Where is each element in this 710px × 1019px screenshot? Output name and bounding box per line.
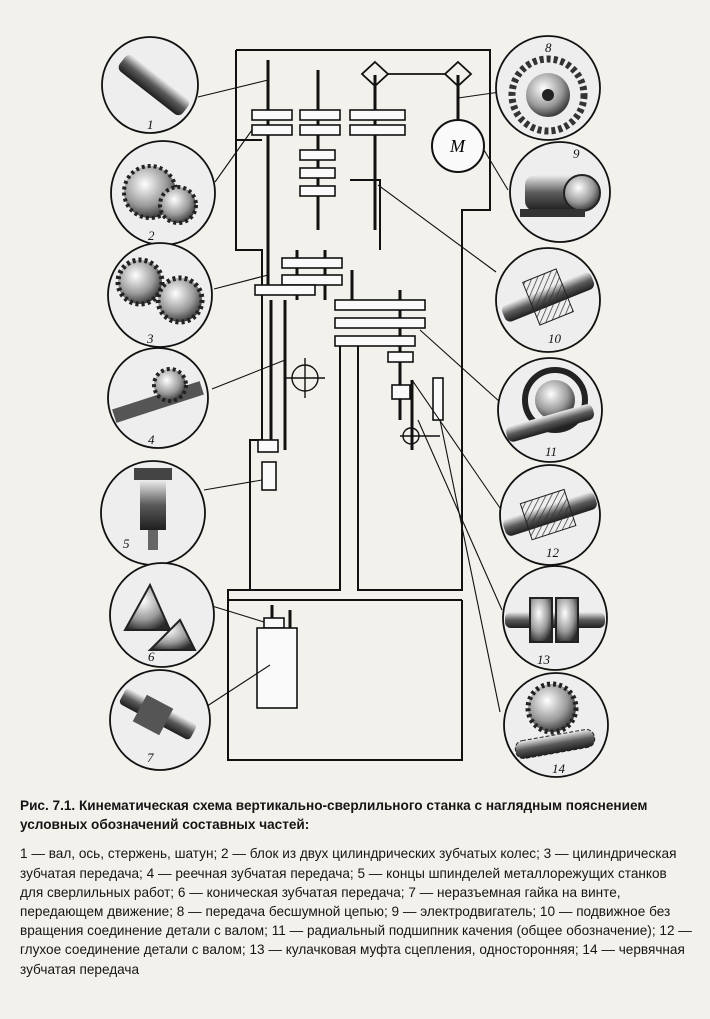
- callout-number: 3: [146, 331, 154, 346]
- figure-caption: Рис. 7.1. Кинематическая схема вертикаль…: [20, 796, 692, 979]
- callout-circle-8: 8: [495, 35, 601, 141]
- kinematic-diagram: M 1 2: [100, 35, 611, 778]
- callout-number: 2: [148, 228, 155, 243]
- callout-number: 9: [573, 146, 580, 161]
- callout-number: 8: [545, 40, 552, 55]
- motor: M: [431, 119, 485, 173]
- callout-number: 13: [537, 652, 551, 667]
- small-wheel: [400, 427, 440, 445]
- callout-number: 5: [123, 536, 130, 551]
- callout-number: 6: [148, 649, 155, 664]
- shafts: [266, 60, 460, 700]
- center-mark: [285, 358, 325, 398]
- callout-circle-4: 4: [107, 347, 209, 449]
- callout-circle-9: 9: [509, 141, 611, 243]
- callout-circle-5: 5: [100, 460, 206, 566]
- callout-circle-11: 11: [497, 357, 603, 463]
- caption-title: Рис. 7.1. Кинематическая схема вертикаль…: [20, 798, 648, 833]
- callout-number: 10: [548, 331, 562, 346]
- callout-circle-10: 10: [495, 247, 601, 353]
- motor-label: M: [449, 136, 466, 156]
- callout-circle-3: 3: [107, 242, 213, 348]
- callout-circle-12: 12: [499, 464, 601, 566]
- callout-number: 12: [546, 545, 560, 560]
- callout-number: 1: [147, 117, 154, 132]
- leader-lines: [197, 79, 509, 713]
- callout-circle-7: 7: [109, 669, 211, 771]
- callout-circle-13: 13: [502, 565, 608, 671]
- callout-circle-2: 2: [110, 140, 216, 246]
- callout-circle-1: 1: [101, 36, 199, 134]
- callout-number: 14: [552, 761, 566, 776]
- caption-legend: 1 — вал, ось, стержень, шатун; 2 — блок …: [20, 846, 692, 977]
- callout-number: 7: [147, 750, 154, 765]
- callout-number: 4: [148, 432, 155, 447]
- callout-circle-14: 14: [503, 672, 609, 778]
- pulley-symbols: [360, 60, 473, 88]
- gear-blocks: [251, 109, 444, 709]
- callout-circle-6: 6: [109, 562, 215, 668]
- callout-number: 11: [545, 444, 557, 459]
